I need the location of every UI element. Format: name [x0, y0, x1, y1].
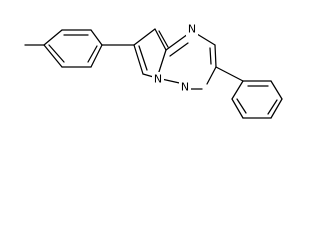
phenyl-bond	[231, 80, 244, 100]
phenyl-ring	[231, 80, 283, 119]
imidazole-bond	[154, 28, 167, 51]
atom-label-text: N	[154, 73, 162, 86]
tolyl-ring	[43, 29, 103, 68]
tolyl-bond	[43, 29, 63, 46]
atom-label-n-top: N	[186, 22, 198, 36]
tolyl-bond	[43, 44, 63, 68]
atom-label-text: N	[188, 23, 196, 36]
phenyl-link-bond	[215, 66, 244, 82]
phenyl-double-bond	[236, 98, 247, 114]
phenyl-bond	[231, 98, 244, 119]
tolyl-double-bond	[48, 44, 65, 63]
molecule-diagram: N N N	[24, 22, 283, 119]
imidazole-double-bond	[138, 45, 148, 71]
fused-ring-double-bond	[209, 47, 212, 65]
imidazole-bond	[133, 44, 144, 75]
imidazole-ring	[133, 28, 169, 79]
fused-ring-double-bond	[169, 42, 189, 57]
phenyl-double-bond	[267, 99, 278, 115]
atom-label-n-bridge: N	[152, 72, 164, 86]
imidazole-bond	[133, 28, 156, 46]
fused-ring-bond	[214, 44, 217, 68]
atom-label-text: N	[181, 81, 189, 94]
atom-label-n-lower: N	[179, 80, 191, 94]
phenyl-bond	[270, 98, 283, 119]
phenyl-bond	[270, 80, 283, 100]
imidazole-double-bond	[158, 30, 169, 48]
tolyl-double-bond	[87, 45, 98, 63]
tolyl-bond	[90, 44, 103, 68]
tolyl-bond	[90, 29, 103, 46]
fused-ring-bond	[206, 66, 217, 85]
chemical-structure-canvas: N N N	[0, 0, 296, 129]
fused-ring-bond	[165, 33, 189, 51]
fused-ring-bond	[196, 33, 216, 46]
